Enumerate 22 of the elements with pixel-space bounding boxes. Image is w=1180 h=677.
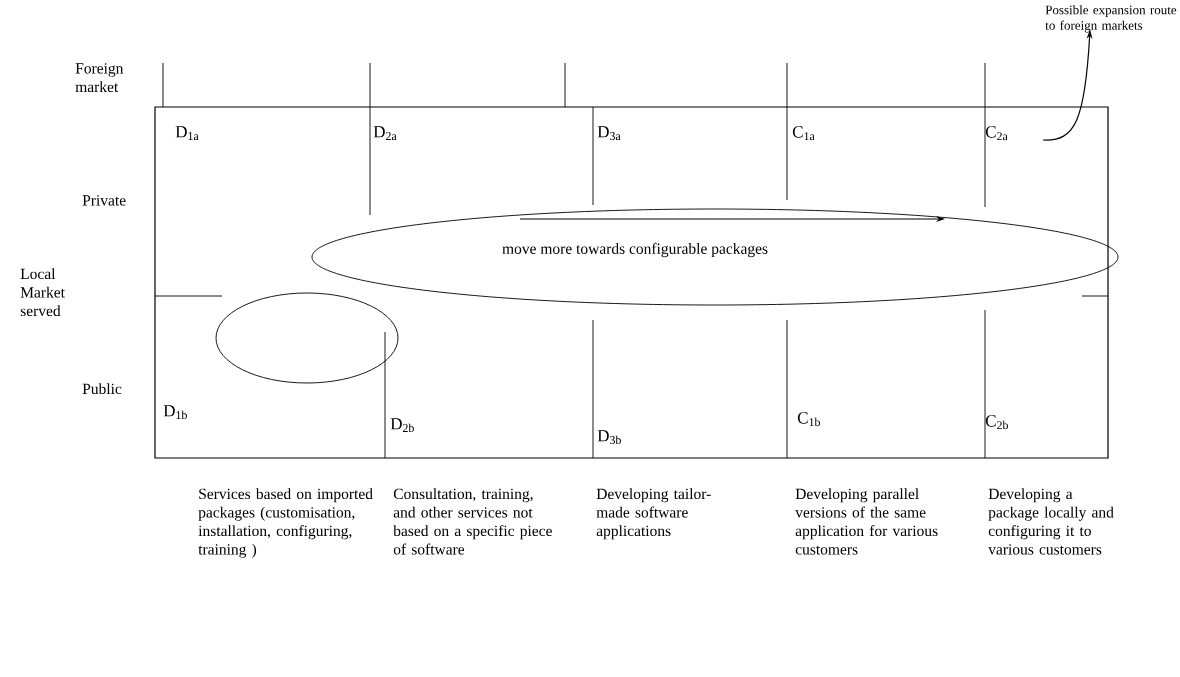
cell-label: D$_{3a}$ [597,126,621,141]
axis-label: Private [82,195,126,206]
cell-label: C$_{2a}$ [985,126,1008,141]
cell-label: D$_{2b}$ [390,418,414,433]
ellipse [215,292,399,384]
cell-label: C$_{2b}$ [985,415,1008,430]
description-text: Developing tailor-made software applications [596,488,711,540]
axis-label: Public [82,383,122,395]
description-text: Services based on imported packages (customisation, installation, configuring, training ) [198,488,373,558]
axis-label: Foreign market [75,63,124,93]
cell-label: D$_{2a}$ [373,126,397,141]
cell-label: D$_{1b}$ [163,405,187,420]
axis-label: Local Market served [20,268,65,317]
annotation-text: Possible expansion route to foreign markets [1045,5,1177,33]
description-text: Developing parallel versions of the same application for various customers [795,488,938,555]
cell-label: C$_{1b}$ [797,412,820,427]
cell-label: C$_{1a}$ [792,126,815,141]
cell-label: D$_{3b}$ [597,430,621,445]
description-text: Developing a package locally and configuring it to various customers [988,488,1114,555]
cell-label: D$_{1a}$ [175,126,199,141]
description-text: Consultation, training, and other services not based on a specific piece of software [393,488,552,555]
ellipse-label: move more towards configurable packages [502,242,768,258]
